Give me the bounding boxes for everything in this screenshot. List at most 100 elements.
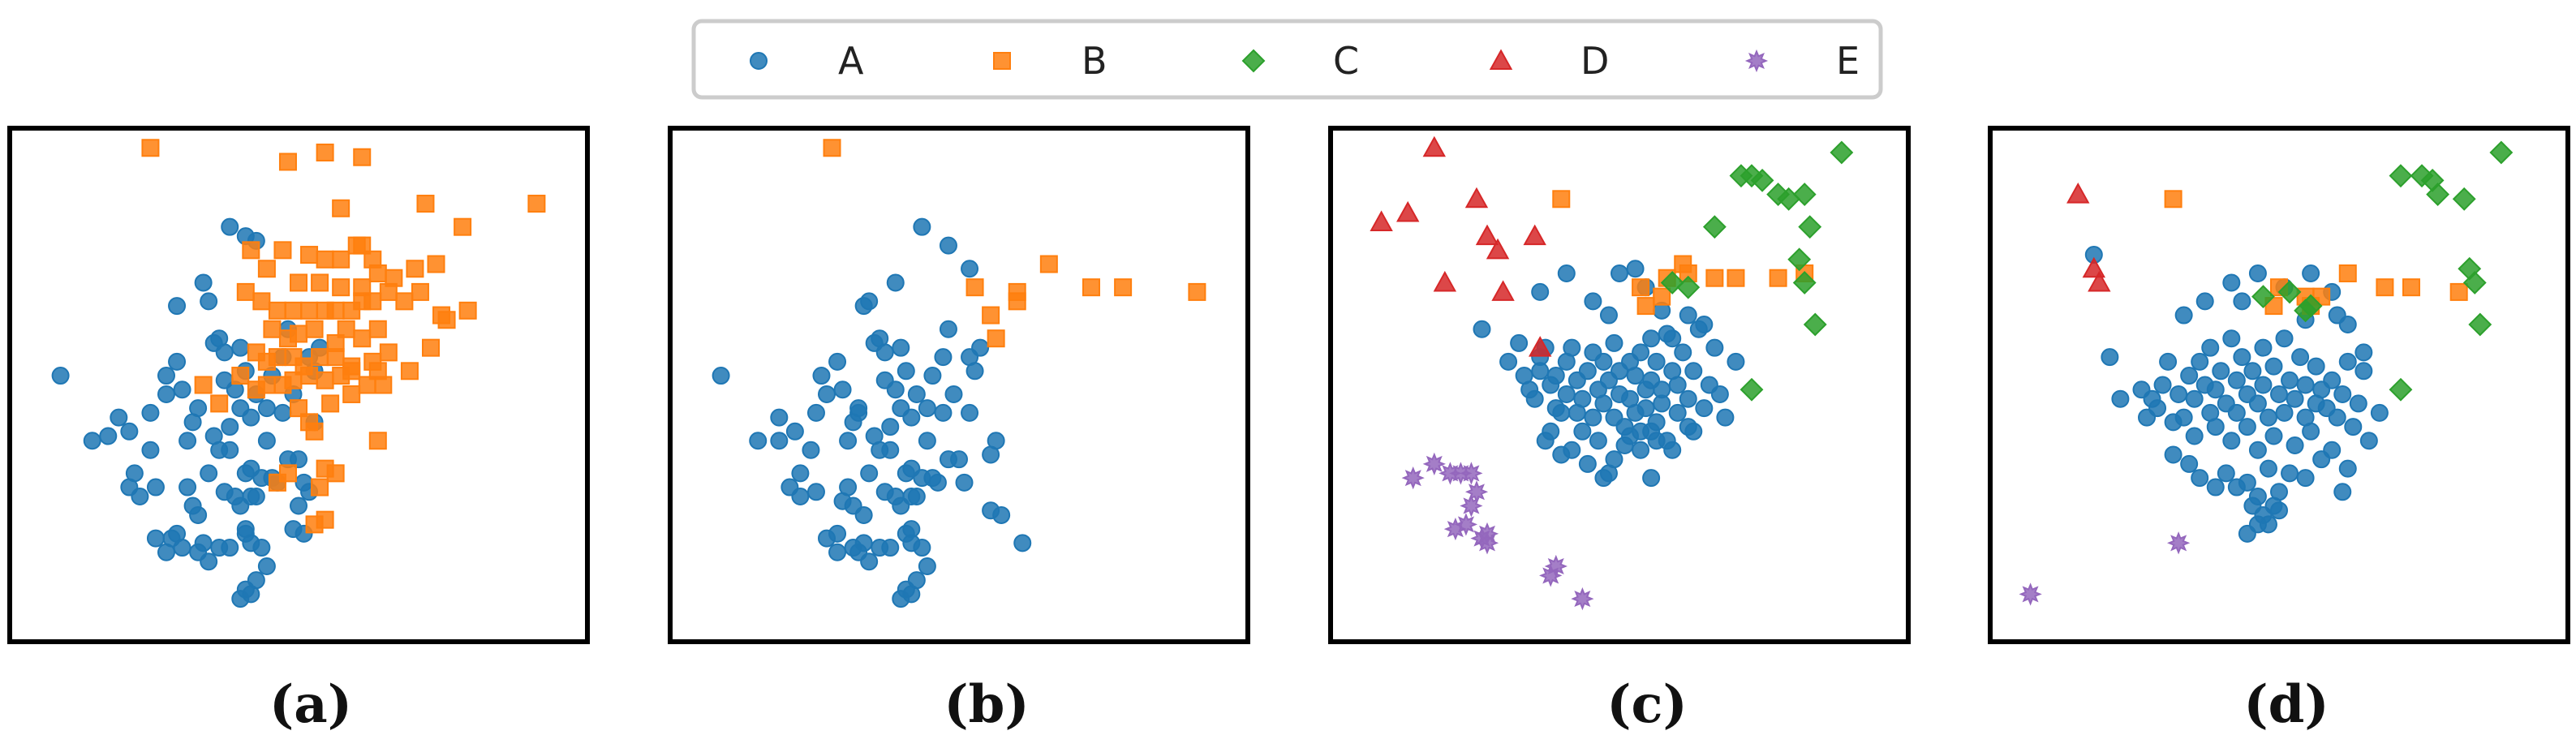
point-b <box>194 376 213 394</box>
point-a <box>252 539 271 557</box>
point-a <box>1531 362 1550 380</box>
point-e <box>1460 462 1483 485</box>
legend-label-c: C <box>1333 39 1359 83</box>
point-a <box>892 338 910 357</box>
point-b <box>353 329 372 348</box>
plot-area-d <box>1990 128 2568 642</box>
point-a <box>2275 403 2294 422</box>
point-b <box>311 348 329 367</box>
point-a <box>2191 352 2209 371</box>
point-a <box>897 464 915 483</box>
point-b <box>1769 269 1787 287</box>
point-a <box>1668 403 1687 422</box>
point-a <box>99 427 118 445</box>
point-a <box>2281 371 2299 389</box>
point-a <box>886 380 905 399</box>
point-b <box>2449 282 2468 301</box>
point-a <box>1668 376 1687 394</box>
point-a <box>892 590 910 608</box>
point-a <box>183 497 202 515</box>
series-e-d <box>2019 531 2191 606</box>
point-a <box>2270 501 2288 520</box>
point-a <box>236 464 255 483</box>
point-a <box>200 464 218 483</box>
point-a <box>2264 357 2283 376</box>
series-b-c <box>1552 190 1814 316</box>
point-b <box>290 325 307 343</box>
point-c <box>2468 312 2492 337</box>
point-a <box>928 473 947 492</box>
point-e <box>1422 452 1446 476</box>
point-a <box>231 590 250 608</box>
point-a <box>1573 422 1592 441</box>
point-a <box>168 352 187 371</box>
point-a <box>944 385 963 403</box>
point-a <box>2286 436 2304 454</box>
panel-label-a: (a) <box>269 674 352 735</box>
point-b <box>368 362 387 380</box>
point-b <box>268 301 286 320</box>
point-a <box>2227 403 2246 422</box>
series-e-c <box>1401 452 1594 611</box>
point-a <box>221 418 239 436</box>
point-b <box>363 292 382 311</box>
point-a <box>242 408 260 427</box>
point-b <box>231 367 250 385</box>
panel-d <box>1988 126 2570 644</box>
point-d <box>1433 270 1457 292</box>
plot-area-c <box>1331 128 1908 642</box>
panel-frame-d <box>1988 126 2570 644</box>
point-a <box>215 483 234 501</box>
point-b <box>379 282 398 301</box>
point-a <box>1594 352 1613 371</box>
point-a <box>918 557 936 575</box>
point-a <box>849 403 868 422</box>
legend-entry-e: E <box>1744 39 1860 83</box>
point-a <box>2212 362 2230 380</box>
point-a <box>1663 441 1682 459</box>
point-b <box>242 241 260 260</box>
point-d <box>2066 183 2090 204</box>
point-a <box>1636 399 1655 418</box>
point-a <box>2217 464 2235 483</box>
point-c <box>2452 187 2476 211</box>
point-b <box>527 195 546 213</box>
point-a <box>157 385 175 403</box>
point-a <box>955 473 974 492</box>
point-a <box>1642 469 1661 488</box>
point-a <box>902 408 921 427</box>
legend-entry-c: C <box>1241 39 1359 83</box>
point-b <box>300 367 319 385</box>
point-a <box>1716 408 1735 427</box>
panel-c <box>1328 126 1911 644</box>
point-e <box>1464 480 1489 504</box>
point-a <box>1578 454 1597 473</box>
panel-frame-b <box>668 126 1250 644</box>
point-a <box>2174 306 2193 325</box>
point-c <box>1798 215 1822 239</box>
point-b <box>437 311 456 329</box>
point-a <box>828 543 847 561</box>
point-a <box>1584 408 1602 427</box>
point-b <box>1552 190 1571 208</box>
point-b <box>268 348 286 367</box>
point-c <box>2389 377 2413 402</box>
point-a <box>2248 394 2267 413</box>
point-a <box>2180 454 2199 473</box>
point-a <box>1563 441 1581 459</box>
point-a <box>818 385 836 403</box>
point-a <box>2259 515 2277 534</box>
point-a <box>2238 473 2256 492</box>
point-a <box>1695 399 1714 418</box>
series-d-d <box>2066 183 2111 292</box>
point-c <box>1787 247 1812 272</box>
point-a <box>965 362 984 380</box>
point-a <box>1621 427 1640 445</box>
point-b <box>379 343 398 362</box>
point-a <box>2302 422 2320 441</box>
point-a <box>749 432 768 450</box>
point-a <box>865 333 884 352</box>
point-b <box>332 250 350 269</box>
point-d <box>1491 280 1515 301</box>
point-a <box>2275 329 2294 348</box>
